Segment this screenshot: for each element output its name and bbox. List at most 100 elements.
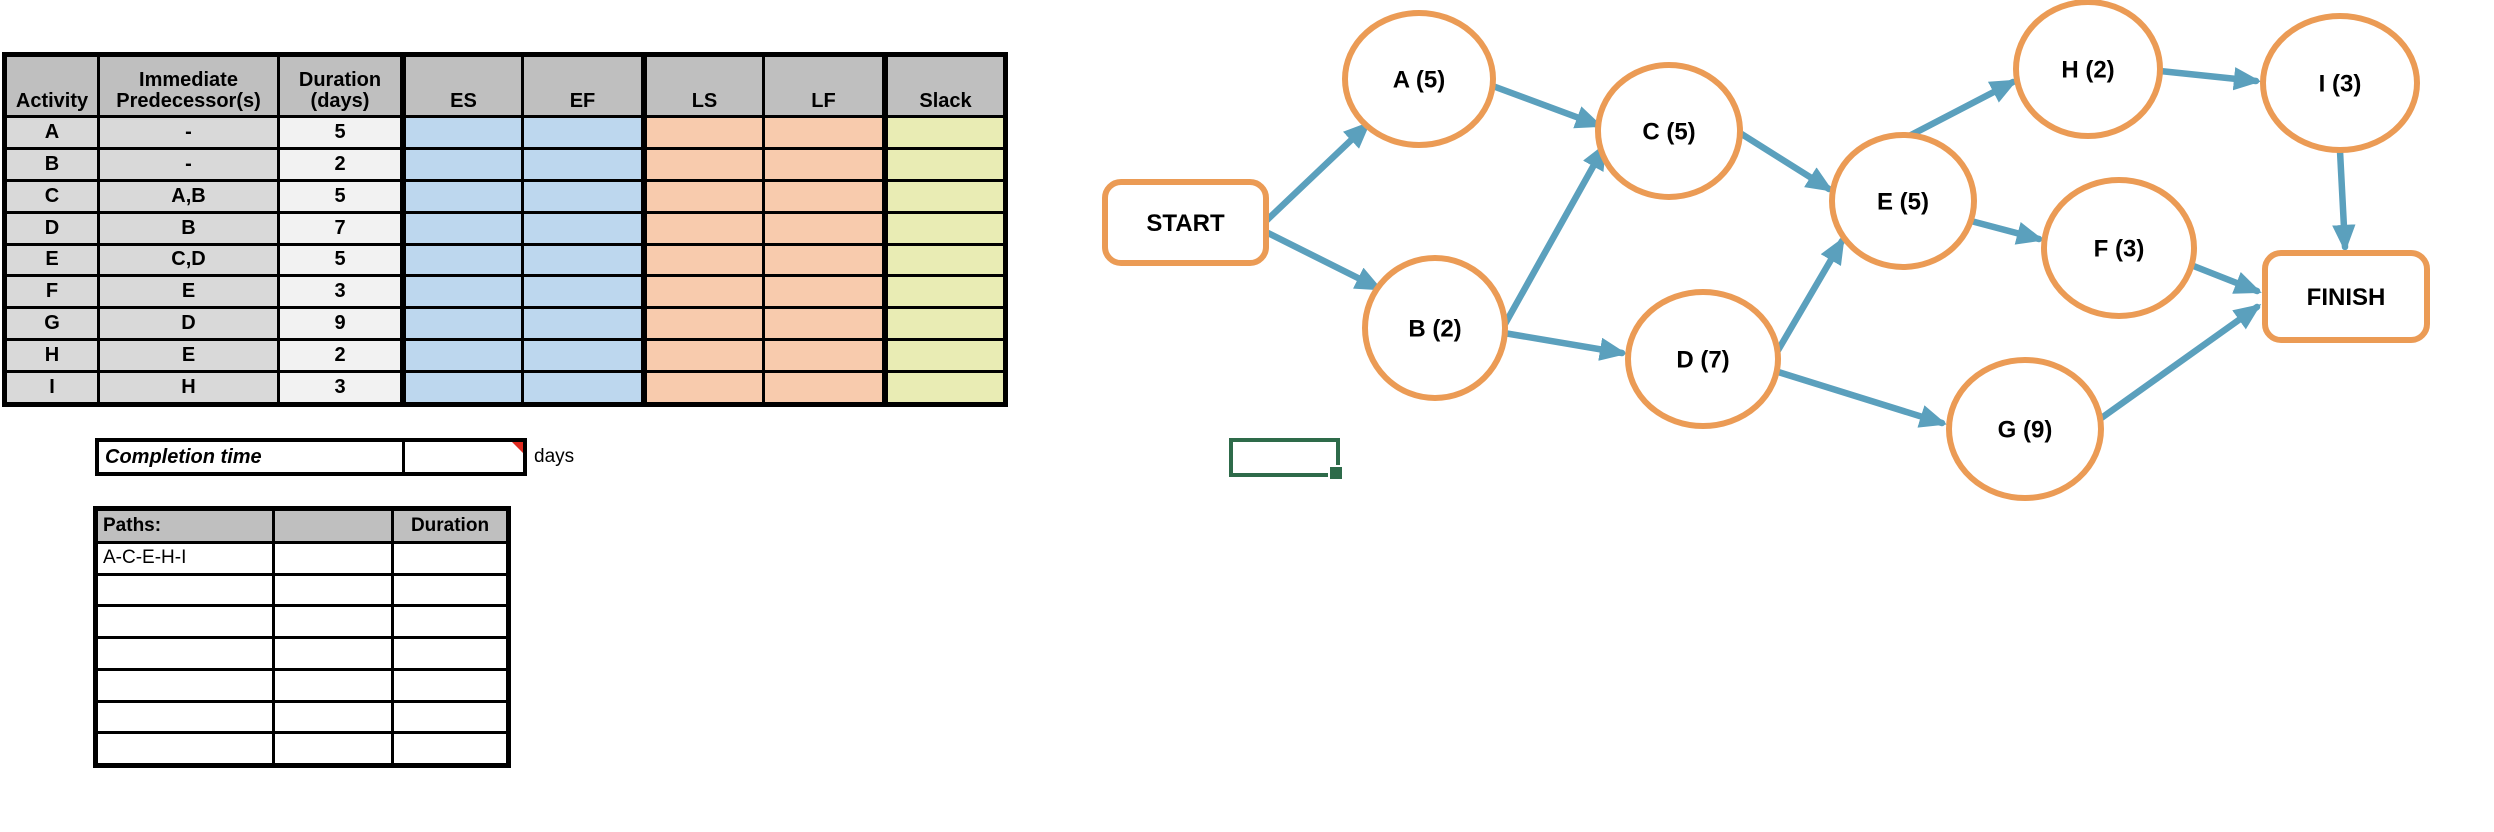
table-cell-I[interactable] [888,373,1003,402]
table-cell-D[interactable]: D [7,213,97,243]
table-cell-H[interactable]: 2 [280,341,400,371]
table-cell-B[interactable] [406,149,521,179]
table-cell-B[interactable]: 2 [280,149,400,179]
node-shape-C[interactable] [1595,62,1743,200]
path-cell[interactable] [98,734,272,763]
node-G[interactable]: G (9) [1946,357,2104,501]
table-cell-B[interactable]: - [100,149,277,179]
paths-header[interactable]: Paths: [98,511,272,541]
table-cell-C[interactable] [765,181,882,211]
table-cell-F[interactable] [765,277,882,307]
node-shape-FINISH[interactable] [2262,250,2430,343]
column-header[interactable]: EF [524,57,641,115]
path-cell[interactable] [98,702,272,732]
path-cell[interactable] [98,607,272,637]
edge-F-FINISH[interactable] [2187,261,2262,295]
column-header[interactable]: Slack [888,57,1003,115]
table-cell-A[interactable]: A [7,118,97,147]
path-duration-cell[interactable] [394,575,506,605]
path-duration-cell[interactable] [394,607,506,637]
table-cell-G[interactable] [406,309,521,339]
node-shape-START[interactable] [1102,179,1269,266]
table-cell-G[interactable]: G [7,309,97,339]
node-D[interactable]: D (7) [1625,289,1781,429]
edge-H-I[interactable] [2156,67,2262,91]
path-middle-cell[interactable] [275,544,391,573]
node-E[interactable]: E (5) [1829,132,1977,270]
node-A[interactable]: A (5) [1342,10,1496,148]
table-cell-C[interactable]: C [7,181,97,211]
edge-C-E[interactable] [1736,129,1834,193]
selected-cell[interactable] [1229,438,1344,481]
node-H[interactable]: H (2) [2013,0,2163,139]
table-cell-I[interactable] [524,373,641,402]
table-cell-E[interactable] [647,245,762,275]
edge-START-B[interactable] [1262,228,1383,292]
fill-handle[interactable] [1328,465,1344,481]
table-cell-A[interactable] [524,118,641,147]
table-cell-H[interactable] [524,341,641,371]
node-C[interactable]: C (5) [1595,62,1743,200]
table-cell-F[interactable] [524,277,641,307]
table-cell-G[interactable] [524,309,641,339]
table-cell-H[interactable] [406,341,521,371]
path-middle-cell[interactable] [275,607,391,637]
edge-START-A[interactable] [1262,121,1371,225]
table-cell-F[interactable]: 3 [280,277,400,307]
node-I[interactable]: I (3) [2260,13,2420,153]
node-shape-F[interactable] [2041,177,2197,319]
path-middle-cell[interactable] [275,670,391,700]
table-cell-E[interactable]: C,D [100,245,277,275]
table-cell-G[interactable] [647,309,762,339]
table-cell-F[interactable] [888,277,1003,307]
table-cell-I[interactable]: H [100,373,277,402]
completion-time-value-cell[interactable] [402,442,523,472]
column-header[interactable]: ES [406,57,521,115]
table-cell-D[interactable] [765,213,882,243]
node-F[interactable]: F (3) [2041,177,2197,319]
table-cell-A[interactable] [406,118,521,147]
node-shape-G[interactable] [1946,357,2104,501]
edge-G-FINISH[interactable] [2096,303,2262,423]
table-cell-A[interactable]: - [100,118,277,147]
node-FINISH[interactable]: FINISH [2262,250,2430,343]
path-cell[interactable]: A-C-E-H-I [98,544,272,573]
edge-I-FINISH[interactable] [2332,147,2356,253]
table-cell-E[interactable] [406,245,521,275]
table-cell-C[interactable]: A,B [100,181,277,211]
table-cell-C[interactable] [888,181,1003,211]
table-cell-F[interactable]: F [7,277,97,307]
path-middle-cell[interactable] [275,575,391,605]
table-cell-I[interactable] [765,373,882,402]
table-cell-H[interactable]: E [100,341,277,371]
table-cell-H[interactable] [888,341,1003,371]
table-cell-E[interactable] [888,245,1003,275]
table-cell-D[interactable] [524,213,641,243]
table-cell-F[interactable] [406,277,521,307]
table-cell-I[interactable] [406,373,521,402]
table-cell-D[interactable] [888,213,1003,243]
table-cell-B[interactable] [647,149,762,179]
table-cell-B[interactable] [888,149,1003,179]
table-cell-C[interactable] [647,181,762,211]
column-header[interactable]: Activity [7,57,97,115]
table-cell-E[interactable]: 5 [280,245,400,275]
table-cell-E[interactable]: E [7,245,97,275]
column-header[interactable]: Duration (days) [280,57,400,115]
table-cell-G[interactable]: 9 [280,309,400,339]
column-header[interactable]: LS [647,57,762,115]
table-cell-D[interactable] [647,213,762,243]
table-cell-I[interactable]: 3 [280,373,400,402]
column-header[interactable]: LF [765,57,882,115]
table-cell-E[interactable] [765,245,882,275]
table-cell-B[interactable]: B [7,149,97,179]
node-shape-H[interactable] [2013,0,2163,139]
table-cell-B[interactable] [524,149,641,179]
table-cell-D[interactable]: B [100,213,277,243]
path-middle-cell[interactable] [275,702,391,732]
path-cell[interactable] [98,575,272,605]
table-cell-A[interactable] [888,118,1003,147]
node-B[interactable]: B (2) [1362,255,1508,401]
table-cell-G[interactable] [888,309,1003,339]
path-duration-cell[interactable] [394,544,506,573]
